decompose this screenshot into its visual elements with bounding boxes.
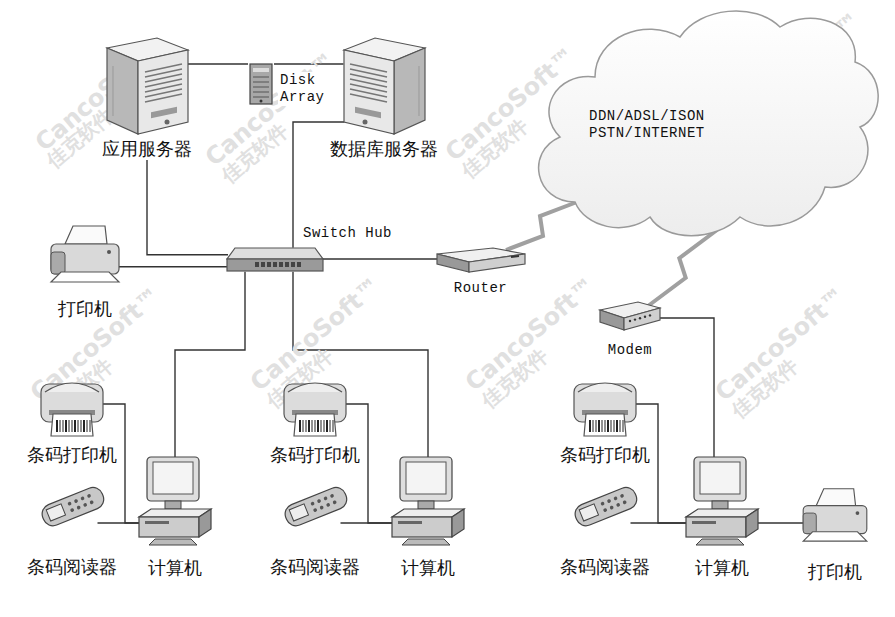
device-node: 计算机: [135, 455, 215, 579]
computer-icon: [135, 455, 215, 547]
device-node: Router: [433, 246, 528, 297]
network-cloud: DDN/ADSL/ISON PSTN/INTERNET: [515, 2, 885, 242]
device-label: 应用服务器: [100, 138, 194, 160]
cloud-label: DDN/ADSL/ISON PSTN/INTERNET: [587, 108, 713, 142]
reader-icon: [278, 478, 353, 536]
bprinter-icon: [35, 370, 110, 438]
device-node: 计算机: [388, 455, 468, 579]
device-node: 条码打印机: [268, 370, 362, 466]
modem-icon: [598, 298, 662, 334]
server-icon: [342, 36, 427, 136]
bprinter-icon: [278, 370, 353, 438]
device-label: Disk Array: [278, 72, 330, 106]
network-link: [175, 272, 245, 457]
device-node: Disk Array: [248, 62, 330, 106]
reader-icon: [35, 478, 110, 536]
device-label: 计算机: [146, 557, 204, 579]
device-node: Switch Hub: [225, 225, 394, 275]
switch-icon: [225, 245, 325, 275]
disk-icon: [248, 62, 274, 106]
device-label: 条码阅读器: [25, 556, 119, 578]
device-node: 条码打印机: [558, 370, 652, 466]
device-node: 条码阅读器: [558, 478, 652, 578]
device-node: 打印机: [795, 485, 875, 583]
reader-icon: [568, 478, 643, 536]
network-link: [98, 522, 141, 523]
network-link: [323, 258, 437, 259]
server-icon: [105, 36, 190, 136]
bprinter-icon: [568, 370, 643, 438]
network-link: [660, 318, 714, 457]
device-node: 条码阅读器: [268, 478, 362, 578]
network-link: [756, 522, 803, 523]
device-label: 条码打印机: [268, 444, 362, 466]
device-label: Switch Hub: [301, 225, 394, 242]
network-link: [341, 522, 394, 523]
device-label: 条码打印机: [25, 444, 119, 466]
device-node: 计算机: [682, 455, 762, 579]
device-label: 条码阅读器: [268, 556, 362, 578]
device-label: 计算机: [399, 557, 457, 579]
device-label: 打印机: [56, 298, 114, 320]
printer-icon: [795, 485, 875, 543]
device-node: 打印机: [45, 222, 125, 320]
computer-icon: [388, 455, 468, 547]
router-icon: [433, 246, 528, 274]
network-link: [631, 522, 688, 523]
device-label: 数据库服务器: [328, 138, 440, 160]
wireless-link: [506, 202, 577, 250]
network-link: [119, 266, 227, 267]
wireless-link: [648, 230, 717, 306]
printer-icon: [45, 222, 125, 284]
device-label: 计算机: [693, 557, 751, 579]
device-node: 条码阅读器: [25, 478, 119, 578]
device-node: 数据库服务器: [328, 36, 440, 160]
network-link: [147, 160, 228, 255]
device-label: 条码打印机: [558, 444, 652, 466]
network-link: [188, 63, 249, 64]
device-node: Modem: [598, 298, 662, 359]
device-label: 打印机: [806, 561, 864, 583]
device-node: 应用服务器: [100, 36, 194, 160]
computer-icon: [682, 455, 762, 547]
device-label: 条码阅读器: [558, 556, 652, 578]
device-label: Modem: [606, 342, 655, 359]
device-node: 条码打印机: [25, 370, 119, 466]
device-label: Router: [452, 280, 509, 297]
